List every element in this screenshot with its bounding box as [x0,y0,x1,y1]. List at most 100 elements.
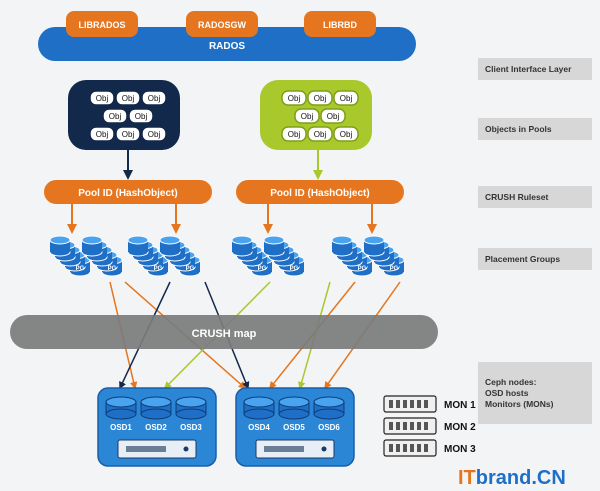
object-box [307,126,333,142]
rados-label: RADOS [209,41,245,52]
mon-slot [424,400,428,408]
pg-disk-top [263,235,285,245]
object-label: Obj [340,94,353,103]
mon-slot [403,400,407,408]
mon-slot [410,422,414,430]
layer-label-box [478,248,592,270]
osd-label: OSD1 [110,423,132,432]
object-box [128,108,154,124]
pool-id-1-label: Pool ID (HashObject) [78,188,177,199]
pg-label: PG [390,266,399,272]
object-label: Obj [314,130,327,139]
librados-box[interactable] [66,11,138,37]
mon-slot [389,400,393,408]
mon-label: MON 1 [444,400,476,411]
object-box [281,90,307,106]
osd-label: OSD2 [145,423,167,432]
mon-slot [410,444,414,452]
object-label: Obj [314,94,327,103]
server-icon [117,439,197,459]
object-label: Obj [96,94,109,103]
pool-id-2 [236,180,404,204]
object-box [89,90,115,106]
osd-disk-bottom [278,408,310,420]
object-label: Obj [148,94,161,103]
object-label: Obj [301,112,314,121]
pg-label: PG [290,266,299,272]
pg-disk-top [127,235,149,245]
pg-disk-top [231,235,253,245]
mon-slot [389,422,393,430]
pg-disk-top [81,235,103,245]
object-box [281,126,307,142]
layer-label-box [478,186,592,208]
mon-slot [396,400,400,408]
object-label: Obj [122,94,135,103]
object-label: Obj [288,94,301,103]
osd-disk-icon [175,396,207,408]
osd-disk-icon [243,396,275,408]
pool-id-2-label: Pool ID (HashObject) [270,188,369,199]
watermark-rest: brand.CN [476,467,566,489]
object-box [102,108,128,124]
object-label: Obj [96,130,109,139]
crush-map-label: CRUSH map [192,328,257,340]
osd-label: OSD5 [283,423,305,432]
object-box [333,90,359,106]
object-box [141,126,167,142]
watermark: ITbrand.CN [458,467,566,489]
librbd-label: LIBRBD [323,20,357,30]
mon-slot [424,422,428,430]
object-label: Obj [327,112,340,121]
watermark-it: IT [458,467,476,489]
pg-label: PG [186,266,195,272]
osd-label: OSD6 [318,423,340,432]
layer-label-box [478,362,592,424]
osd-disk-bottom [175,408,207,420]
mon-slot [417,444,421,452]
layer-label-box [478,118,592,140]
object-label: Obj [148,130,161,139]
object-box [307,90,333,106]
osd-disk-bottom [140,408,172,420]
pg-disk-top [363,235,385,245]
mon-slot [417,422,421,430]
object-box [115,126,141,142]
osd-disk-icon [105,396,137,408]
osd-disk-icon [278,396,310,408]
layer-label: Client Interface Layer [485,64,572,74]
radosgw-box[interactable] [186,11,258,37]
librbd-box[interactable] [304,11,376,37]
object-label: Obj [340,130,353,139]
object-label: Obj [288,130,301,139]
osd-label: OSD3 [180,423,202,432]
mon-slot [403,422,407,430]
osd-disk-bottom [105,408,137,420]
osd-disk-icon [140,396,172,408]
mon-slot [417,400,421,408]
pg-label: PG [76,266,85,272]
object-box [320,108,346,124]
mon-slot [389,444,393,452]
layer-label: Placement Groups [485,254,560,264]
object-box [115,90,141,106]
pg-disk-top [331,235,353,245]
pg-label: PG [108,266,117,272]
osd-disk-bottom [243,408,275,420]
mon-slot [403,444,407,452]
pool-id-1 [44,180,212,204]
mon-slot [424,444,428,452]
osd-label: OSD4 [248,423,270,432]
radosgw-label: RADOSGW [198,20,247,30]
object-label: Obj [135,112,148,121]
pg-label: PG [154,266,163,272]
mon-slot [396,422,400,430]
librados-label: LIBRADOS [79,20,126,30]
object-label: Obj [109,112,122,121]
osd-disk-icon [313,396,345,408]
object-box [333,126,359,142]
